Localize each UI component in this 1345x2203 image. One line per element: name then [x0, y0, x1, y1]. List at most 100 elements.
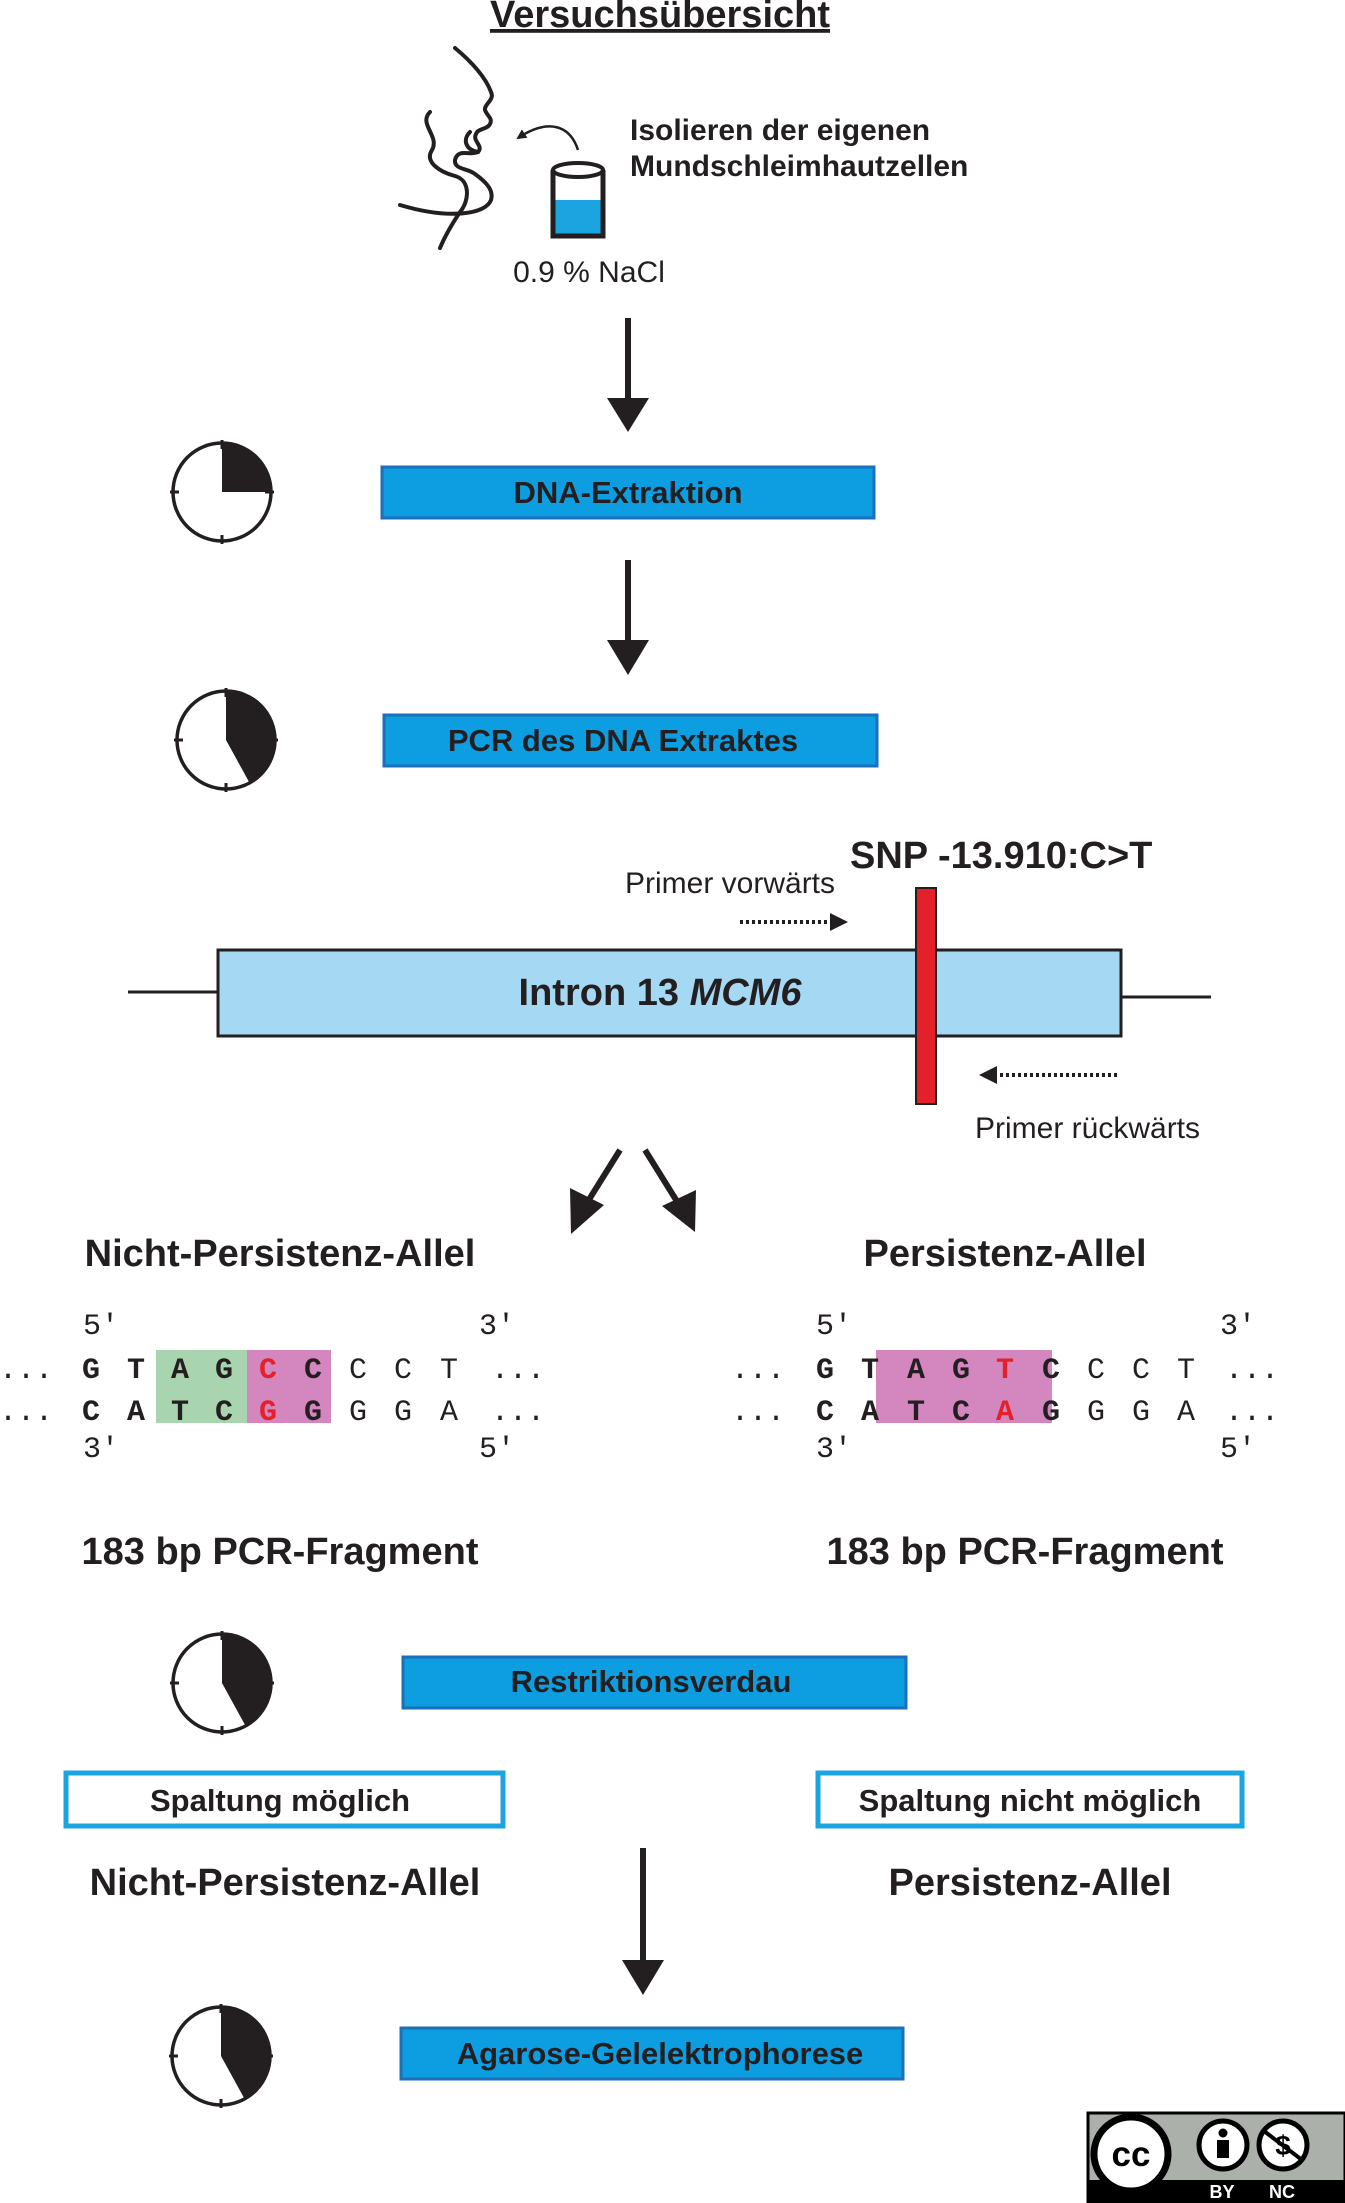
clock-icon	[170, 1631, 274, 1735]
attribution-icon	[1196, 2118, 1250, 2172]
base: T	[127, 1354, 145, 1388]
fragment-label-non-persistence: 183 bp PCR-Fragment	[82, 1531, 479, 1573]
base: T	[907, 1396, 925, 1430]
clock-icon	[170, 440, 274, 544]
base: G	[394, 1396, 412, 1430]
flow-arrow-3	[622, 1848, 664, 1995]
beaker-icon	[550, 161, 606, 239]
step-box-dna-extraction	[380, 465, 876, 520]
base: T	[440, 1354, 458, 1388]
step-box-pcr	[382, 713, 879, 768]
base: C	[816, 1396, 834, 1430]
clock-icon	[174, 688, 278, 792]
primer-forward-arrow	[740, 913, 848, 931]
base: A	[440, 1396, 458, 1430]
result-label-persistence: Persistenz-Allel	[889, 1862, 1172, 1904]
base: ...	[1225, 1354, 1279, 1388]
step-label-restriction: Restriktionsverdau	[511, 1664, 792, 1699]
base: G	[1087, 1396, 1105, 1430]
base: G	[952, 1354, 970, 1388]
base: C	[82, 1396, 100, 1430]
result-label-non-persistence: Nicht-Persistenz-Allel	[90, 1862, 481, 1904]
sequence-highlight-green	[156, 1350, 247, 1423]
base: G	[82, 1354, 100, 1388]
gene-name: MCM6	[690, 972, 803, 1014]
step-box-electrophoresis	[399, 2026, 905, 2081]
base: C	[1042, 1354, 1060, 1388]
primer-forward-label: Primer vorwärts	[625, 867, 835, 900]
base: G	[1042, 1396, 1060, 1430]
primer-reverse-label: Primer rückwärts	[975, 1112, 1200, 1145]
primer-reverse-arrow	[979, 1066, 1117, 1084]
cleavage-box-persistence	[815, 1770, 1245, 1829]
base: ...	[0, 1354, 53, 1388]
page-title: Versuchsübersicht	[490, 0, 830, 36]
base: C	[215, 1396, 233, 1430]
clock-wedge	[222, 1633, 272, 1726]
intron-box	[216, 948, 1123, 1038]
base: ...	[731, 1396, 785, 1430]
non-commercial-icon: $	[1256, 2118, 1310, 2172]
base: T	[1177, 1354, 1195, 1388]
base: A	[1177, 1396, 1195, 1430]
base: ...	[491, 1396, 545, 1430]
base: C	[1087, 1354, 1105, 1388]
base: G	[304, 1396, 322, 1430]
flow-arrow-1	[607, 318, 649, 432]
strand-end-label: 5'	[83, 1310, 119, 1344]
strand-end-label: 5'	[816, 1310, 852, 1344]
base: ...	[731, 1354, 785, 1388]
sequence-highlight-pink	[247, 1350, 331, 1423]
fragment-label-persistence: 183 bp PCR-Fragment	[827, 1531, 1224, 1573]
clock-wedge	[226, 691, 275, 783]
base: ...	[491, 1354, 545, 1388]
base: C	[952, 1396, 970, 1430]
solution-label: 0.9 % NaCl	[513, 256, 665, 289]
intro-label-line1: Isolieren der eigenen	[630, 114, 930, 147]
base-snp: T	[996, 1354, 1014, 1388]
step-box-restriction	[401, 1655, 908, 1710]
clock-icon	[169, 2004, 273, 2108]
flow-arrow-2	[607, 560, 649, 675]
base: G	[349, 1396, 367, 1430]
split-arrow	[570, 1148, 696, 1234]
base: ...	[1225, 1396, 1279, 1430]
cc-license-badge: cc $ BY NC	[1086, 2111, 1345, 2203]
intron-label-text: Intron 13	[519, 972, 679, 1014]
strand-end-label: 5'	[1220, 1433, 1256, 1467]
base-snp: C	[259, 1354, 277, 1388]
cc-logo-text: cc	[1112, 2135, 1151, 2174]
base: A	[171, 1354, 189, 1388]
step-label-pcr: PCR des DNA Extraktes	[448, 723, 798, 758]
clock-wedge	[222, 443, 271, 492]
allele-name-persistence: Persistenz-Allel	[864, 1233, 1147, 1275]
allele-name-non-persistence: Nicht-Persistenz-Allel	[85, 1233, 476, 1275]
cleavage-box-non-persistence	[63, 1770, 506, 1829]
face-profile-icon	[398, 46, 494, 250]
strand-end-label: 3'	[816, 1433, 852, 1467]
cleavage-label-non-persistence: Spaltung möglich	[150, 1783, 410, 1818]
sequence-highlight-pink	[876, 1350, 1052, 1423]
sequence-non-persistence: 5' 3' 3' 5' ... G T A G C C C C T ... ..…	[0, 1310, 545, 1467]
base: ...	[0, 1396, 53, 1430]
base: G	[1132, 1396, 1150, 1430]
base: T	[861, 1354, 879, 1388]
snp-marker	[915, 887, 937, 1105]
intron-label: Intron 13 MCM6	[519, 972, 803, 1014]
snp-label: SNP -13.910:C>T	[850, 835, 1152, 877]
base: A	[861, 1396, 879, 1430]
base-snp: A	[996, 1396, 1014, 1430]
intro-label-line2: Mundschleimhautzellen	[630, 150, 968, 183]
base: G	[816, 1354, 834, 1388]
strand-end-label: 3'	[479, 1310, 515, 1344]
base-snp: G	[259, 1396, 277, 1430]
strand-end-label: 5'	[479, 1433, 515, 1467]
cleavage-label-persistence: Spaltung nicht möglich	[859, 1783, 1202, 1818]
base: C	[349, 1354, 367, 1388]
cc-logo-icon: cc	[1090, 2113, 1172, 2195]
sequence-persistence: 5' 3' 3' 5' ... G T A G T C C C T ... ..…	[731, 1310, 1279, 1467]
base: G	[215, 1354, 233, 1388]
step-label-electrophoresis: Agarose-Gelelektrophorese	[457, 2036, 864, 2071]
base: T	[171, 1396, 189, 1430]
strand-end-label: 3'	[83, 1433, 119, 1467]
